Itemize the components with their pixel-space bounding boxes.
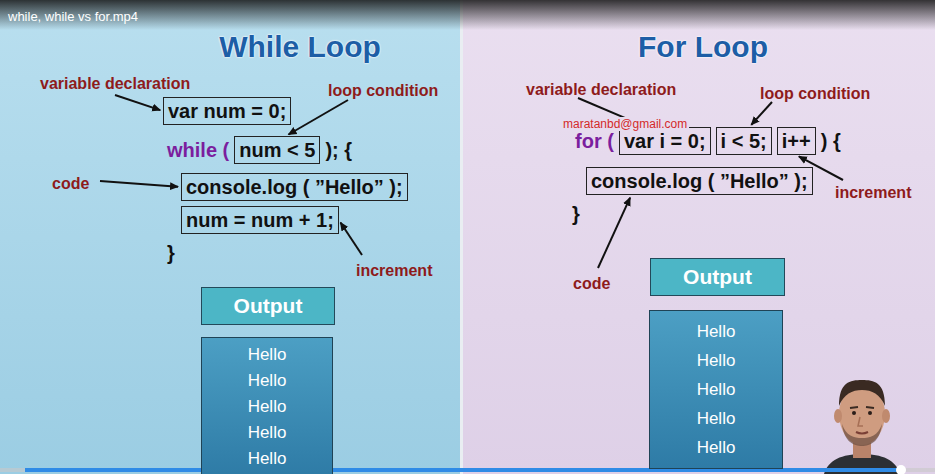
output-line: Hello	[202, 420, 332, 446]
label-anchor: ); {	[325, 138, 352, 162]
code-brace: }	[572, 203, 580, 225]
label-anchor: loop condition	[328, 79, 438, 103]
presenter-hair	[839, 380, 885, 406]
annotation-label: loop condition	[328, 82, 438, 99]
label-anchor: increment	[356, 259, 432, 283]
code-text: console.log ( ”Hello” );	[591, 170, 808, 192]
leader-arrow	[751, 102, 772, 125]
leader-arrow	[598, 198, 630, 268]
increment-box: i++	[777, 127, 816, 155]
label-anchor: increment	[835, 181, 911, 205]
code-text: ) {	[821, 130, 841, 152]
panel-heading: While Loop	[0, 30, 460, 64]
output-line: Hello	[202, 368, 332, 394]
code-keyword: for (	[575, 130, 614, 152]
presenter-beard	[842, 424, 882, 446]
while-panel: While Loop var num = 0; num < 5 console.log…	[0, 0, 460, 474]
presenter-brow	[850, 407, 858, 408]
output-line: Hello	[650, 375, 782, 404]
output-line: Hello	[202, 394, 332, 420]
condition-box: num < 5	[234, 136, 320, 164]
presenter-ear	[882, 409, 890, 423]
label-anchor: maratanbd@gmail.com	[561, 114, 689, 132]
watermark: maratanbd@gmail.com	[561, 117, 689, 131]
presenter-eye	[868, 411, 872, 415]
output-list: HelloHelloHelloHelloHello	[201, 337, 333, 474]
code-text: num = num + 1;	[186, 209, 334, 231]
output-line: Hello	[202, 446, 332, 472]
presenter-nose	[858, 417, 863, 426]
progress-fill	[25, 468, 900, 472]
presenter-mouth	[856, 432, 868, 434]
output-line: Hello	[650, 404, 782, 433]
presenter-ear	[834, 409, 842, 423]
condition-box: i < 5;	[716, 127, 772, 155]
output-line: Hello	[202, 342, 332, 368]
code-text: var i = 0;	[624, 130, 706, 152]
code-text: var num = 0;	[168, 100, 286, 122]
presenter-portrait	[820, 368, 904, 474]
output-line: Hello	[650, 317, 782, 346]
video-title: while, while vs for.mp4	[8, 9, 138, 24]
leader-arrow	[799, 156, 843, 180]
output-header: Output	[650, 258, 785, 296]
output-header: Output	[201, 287, 335, 325]
code-box: console.log ( ”Hello” );	[181, 173, 408, 201]
leader-arrow	[100, 181, 178, 187]
annotation-label: code	[573, 275, 610, 292]
leader-arrow	[115, 95, 160, 110]
output-line: Hello	[650, 433, 782, 462]
output-title: Output	[234, 294, 303, 318]
output-title: Output	[683, 265, 752, 289]
annotation-label: increment	[835, 184, 911, 201]
label-anchor: code	[52, 172, 89, 196]
annotation-label: variable declaration	[526, 81, 676, 98]
increment-box: num = num + 1;	[181, 206, 339, 234]
label-anchor: for (	[575, 129, 614, 153]
code-text: num < 5	[239, 139, 315, 161]
label-anchor: while (	[167, 138, 229, 162]
code-box: var num = 0;	[163, 97, 291, 125]
progress-track	[0, 468, 935, 472]
annotation-label: variable declaration	[40, 75, 190, 92]
presenter-eye	[852, 411, 856, 415]
code-keyword: while (	[167, 139, 229, 161]
label-anchor: }	[167, 241, 175, 265]
output-list: HelloHelloHelloHelloHello	[649, 310, 783, 469]
code-text: console.log ( ”Hello” );	[186, 176, 403, 198]
label-anchor: }	[572, 202, 580, 226]
presenter-brow	[866, 407, 874, 408]
code-box: console.log ( ”Hello” );	[586, 167, 813, 195]
panel-heading: For Loop	[463, 30, 935, 64]
label-anchor: ) {	[821, 129, 841, 153]
label-anchor: variable declaration	[526, 78, 676, 102]
video-top-shade: while, while vs for.mp4	[0, 0, 935, 30]
progress-knob	[896, 465, 906, 474]
code-text: i++	[782, 130, 811, 152]
annotation-label: loop condition	[760, 85, 870, 102]
declaration-box: var i = 0;	[619, 127, 711, 155]
label-anchor: loop condition	[760, 82, 870, 106]
annotation-label: increment	[356, 262, 432, 279]
label-anchor: code	[573, 272, 610, 296]
output-line: Hello	[650, 346, 782, 375]
annotation-label: code	[52, 175, 89, 192]
leader-arrow	[289, 100, 349, 135]
label-anchor: variable declaration	[40, 72, 190, 96]
code-text: ); {	[325, 139, 352, 161]
code-text: i < 5;	[721, 130, 767, 152]
leader-arrow	[341, 223, 363, 256]
code-brace: }	[167, 242, 175, 264]
